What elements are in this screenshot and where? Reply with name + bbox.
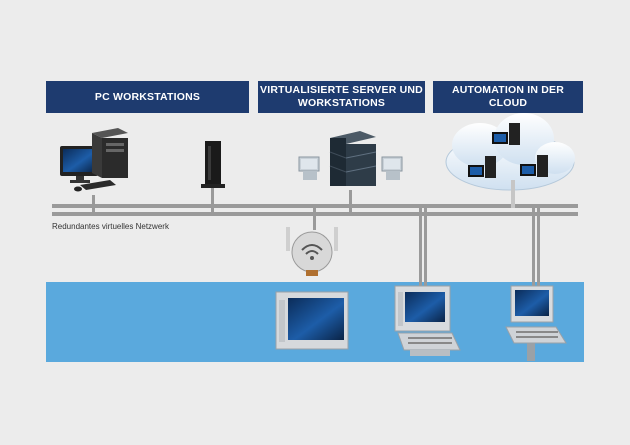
operator-terminal-right-icon (505, 285, 567, 361)
header-virtual-label: VIRTUALISIERTE SERVER UND WORKSTATIONS (260, 84, 423, 110)
header-pc-workstations: PC WORKSTATIONS (46, 81, 249, 113)
header-virtual-servers: VIRTUALISIERTE SERVER UND WORKSTATIONS (258, 81, 425, 113)
cloud-pc-1-icon (492, 123, 520, 145)
network-label: Redundantes virtuelles Netzwerk (52, 222, 169, 231)
panel-pc-icon (275, 291, 349, 350)
header-cloud-automation: AUTOMATION IN DER CLOUD (433, 81, 583, 113)
virtual-workstation-left-icon (298, 156, 320, 180)
header-cloud-label: AUTOMATION IN DER CLOUD (451, 84, 565, 109)
desktop-workstation-icon (60, 128, 128, 192)
server-stack-icon (329, 131, 377, 186)
virtual-workstation-right-icon (381, 156, 403, 180)
wireless-access-point-icon (286, 227, 338, 276)
network-connectors (92, 187, 540, 290)
cloud-connector (511, 180, 515, 208)
header-pc-label: PC WORKSTATIONS (94, 90, 201, 103)
header-virtual-line2: WORKSTATIONS (297, 97, 386, 109)
cloud-pc-3-icon (520, 155, 548, 177)
thin-client-icon (201, 141, 225, 188)
header-virtual-line1: VIRTUALISIERTE SERVER UND (260, 84, 423, 96)
operator-terminal-middle-icon (394, 285, 461, 356)
cloud-pc-2-icon (468, 156, 496, 178)
